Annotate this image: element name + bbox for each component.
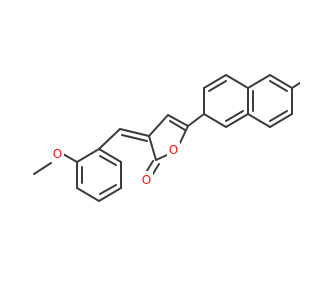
ring-oxygen-label: O <box>169 143 178 157</box>
naphthalene-ring-b <box>247 74 293 128</box>
chemical-structure: O O O <box>33 74 300 202</box>
exocyclic-alkene <box>98 128 150 150</box>
carbonyl-oxygen-atom: O <box>140 171 153 187</box>
methoxyphenyl-ring <box>76 148 122 202</box>
ring-oxygen-atom: O <box>167 142 180 157</box>
biaryl-bond <box>187 113 205 127</box>
methoxy-oxygen-atom: O <box>51 146 64 161</box>
methoxy-group <box>33 153 78 175</box>
methyl-bond <box>291 82 300 89</box>
furanone-ring <box>148 114 189 161</box>
carbonyl-oxygen-label: O <box>142 173 151 187</box>
naphthalene-ring-a <box>203 74 249 128</box>
methoxy-oxygen-label: O <box>53 147 62 161</box>
